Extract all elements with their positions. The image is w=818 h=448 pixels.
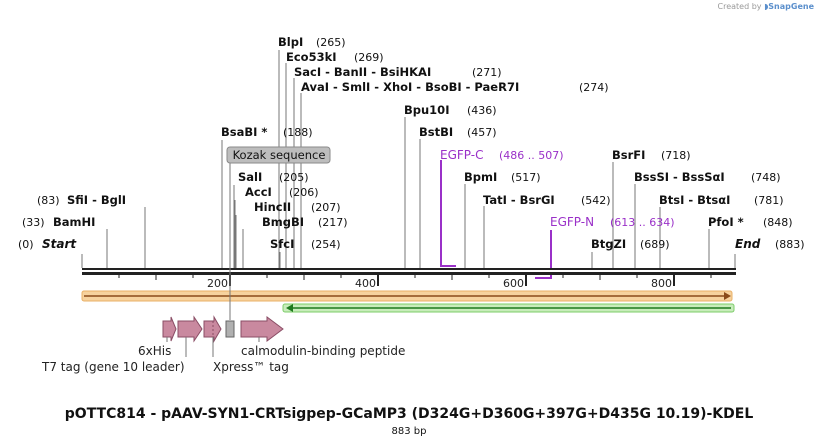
site-label-hincii: HincII(207) bbox=[254, 200, 341, 214]
sequence-backbone-gap bbox=[82, 270, 736, 272]
primer-egfp-n-range: (613 .. 634) bbox=[610, 216, 675, 229]
forward-orf-arrow bbox=[81, 290, 733, 302]
reverse-orf-arrow bbox=[282, 303, 735, 313]
site-label-acci: AccI(206) bbox=[245, 185, 319, 199]
credit-brand: SnapGene bbox=[768, 2, 814, 11]
snapgene-credit: Created by ◗SnapGene bbox=[718, 2, 814, 11]
kozak-label-box bbox=[226, 146, 331, 164]
ruler-label-200: 200 bbox=[207, 277, 228, 290]
kozak-label: Kozak sequence bbox=[233, 148, 326, 162]
feature-kozak-block bbox=[225, 320, 235, 338]
snapgene-logo-icon: ◗ bbox=[764, 2, 769, 11]
site-label-bsabi: BsaBI *(188) bbox=[221, 125, 313, 139]
end-label: End bbox=[735, 237, 761, 251]
ruler-label-400: 400 bbox=[355, 277, 376, 290]
site-label-sfci: SfcI(254) bbox=[270, 237, 341, 251]
feature-label-t7: T7 tag (gene 10 leader) bbox=[41, 360, 185, 374]
primer-egfp-c-range: (486 .. 507) bbox=[499, 149, 564, 162]
site-label-bpu10i: Bpu10I(436) bbox=[404, 103, 497, 117]
feature-calmodulin-peptide bbox=[240, 316, 284, 342]
site-label-btgzi: BtgZI(689) bbox=[591, 237, 670, 251]
feature-label-6xhis: 6xHis bbox=[138, 344, 171, 358]
ruler-label-600: 600 bbox=[503, 277, 524, 290]
feature-label-calmodulin: calmodulin-binding peptide bbox=[241, 344, 405, 358]
site-label-eco53ki: Eco53kI(269) bbox=[286, 50, 384, 64]
site-label-bmgbi: BmgBI(217) bbox=[262, 215, 348, 229]
end-position: (883) bbox=[775, 238, 805, 251]
site-label-bsrfi: BsrFI(718) bbox=[612, 148, 691, 162]
site-label-bsssi-group: BssSI - BssSαI(748) bbox=[634, 170, 781, 184]
primer-egfp-n-name: EGFP-N bbox=[550, 215, 594, 229]
site-leader-lines bbox=[81, 50, 736, 268]
site-label-avai-group: AvaI - SmlI - XhoI - BsoBI - PaeR7I(274) bbox=[301, 80, 609, 94]
feature-t7-tag bbox=[177, 315, 203, 343]
site-label-bstbi: BstBI(457) bbox=[419, 125, 497, 139]
map-length: 883 bp bbox=[391, 426, 427, 437]
start-position: (0) bbox=[18, 238, 34, 251]
site-label-blpi: BlpI(265) bbox=[278, 35, 346, 49]
site-label-btsi-group: BtsI - BtsαI(781) bbox=[659, 193, 784, 207]
site-label-sfii-bgli: (83)SfiI - BglI bbox=[37, 193, 126, 207]
site-label-sali: SalI(205) bbox=[238, 170, 309, 184]
site-label-bamhi: (33)BamHI bbox=[22, 215, 95, 229]
feature-label-xpress: Xpress™ tag bbox=[213, 360, 289, 374]
primer-egfp-n-marker bbox=[535, 230, 552, 279]
map-title: pOTTC814 - pAAV-SYN1-CRTsigpep-GCaMP3 (D… bbox=[64, 406, 754, 422]
ruler-label-800: 800 bbox=[651, 277, 672, 290]
credit-prefix: Created by bbox=[717, 2, 762, 11]
primer-egfp-n-label: EGFP-N (613 .. 634) bbox=[550, 215, 675, 229]
primer-egfp-c-name: EGFP-C bbox=[440, 148, 483, 162]
site-label-bpmi: BpmI(517) bbox=[464, 170, 541, 184]
site-label-saci-group: SacI - BanII - BsiHKAI(271) bbox=[294, 65, 502, 79]
site-label-tati-bsrgi: TatI - BsrGI(542) bbox=[483, 193, 611, 207]
feature-6xhis bbox=[162, 316, 177, 342]
primer-egfp-c-marker bbox=[440, 160, 456, 267]
site-label-pfoi: PfoI *(848) bbox=[708, 215, 793, 229]
start-label: Start bbox=[42, 237, 77, 251]
primer-egfp-c-label: EGFP-C (486 .. 507) bbox=[440, 148, 564, 162]
feature-xpress-tag bbox=[203, 315, 222, 343]
